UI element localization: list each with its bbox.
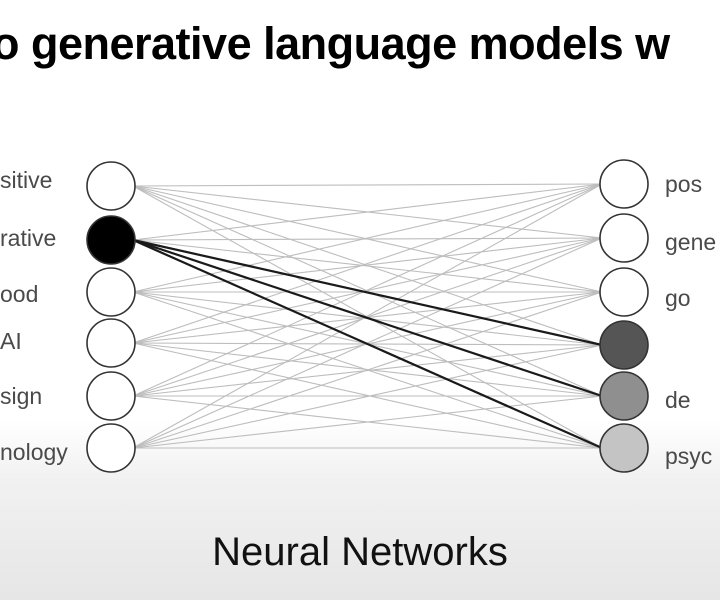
output-node (599, 320, 649, 370)
output-node (599, 159, 649, 209)
input-label: sitive (0, 167, 52, 193)
output-label: psyc (665, 443, 712, 469)
highlighted-edge (132, 238, 603, 450)
slide-title: o generative language models w (0, 18, 670, 69)
input-node (86, 423, 136, 473)
output-node (599, 267, 649, 317)
edge (132, 183, 603, 241)
edge (132, 183, 603, 397)
output-label: gene (665, 229, 716, 255)
input-node (86, 371, 136, 421)
input-label: ood (0, 281, 38, 307)
edge (132, 239, 603, 293)
highlighted-connections (132, 238, 603, 450)
edge (132, 183, 603, 449)
input-node (86, 318, 136, 368)
diagram-caption: Neural Networks (212, 530, 508, 574)
neuron-nodes (86, 159, 649, 473)
output-label: de (665, 387, 691, 413)
input-label: rative (0, 225, 56, 251)
edge (132, 183, 603, 344)
input-label: AI (0, 328, 22, 354)
input-node (86, 161, 136, 211)
output-node (599, 423, 649, 473)
input-label: nology (0, 439, 68, 465)
output-label: go (665, 285, 691, 311)
connection-lines (132, 183, 603, 449)
highlighted-edge (132, 238, 603, 398)
output-node (599, 213, 649, 263)
edge (132, 183, 603, 187)
input-label: sign (0, 383, 42, 409)
output-label: pos (665, 171, 702, 197)
output-node (599, 371, 649, 421)
highlighted-edge (132, 238, 603, 347)
edge (132, 344, 603, 449)
input-node (86, 215, 136, 265)
edge (132, 291, 603, 449)
edge (132, 237, 603, 241)
edge (132, 237, 603, 293)
edge (132, 395, 603, 449)
input-node (86, 267, 136, 317)
